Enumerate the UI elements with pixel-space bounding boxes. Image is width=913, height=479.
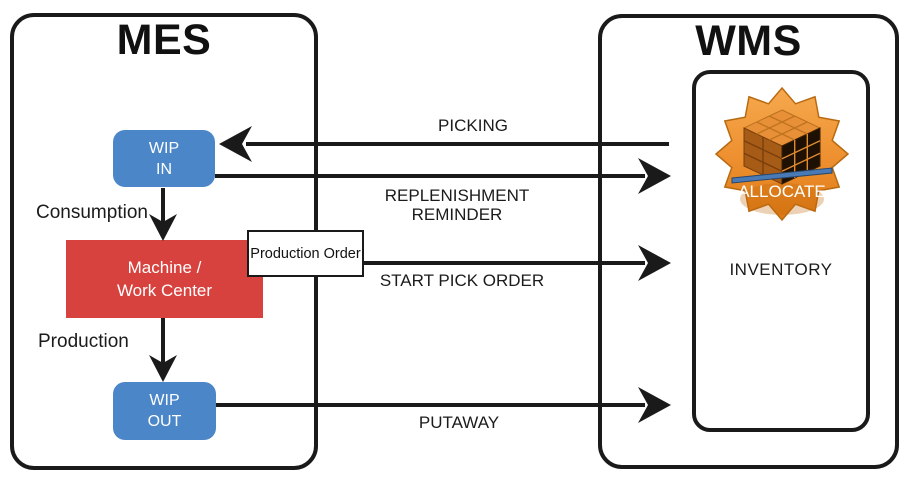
mes-title: MES: [116, 16, 212, 64]
picking-flow-label: PICKING: [438, 116, 508, 135]
pallet-icon: [731, 167, 833, 184]
inventory-label: INVENTORY: [729, 260, 833, 279]
wms-system-box: [598, 14, 899, 469]
replenishment-line2: REMINDER: [411, 205, 503, 224]
replenishment-line1: REPLENISHMENT: [384, 186, 530, 205]
wip-in-line2: IN: [156, 160, 172, 178]
replenishment-flow-label: REPLENISHMENT REMINDER: [385, 186, 530, 224]
start-pick-order-flow-label: START PICK ORDER: [379, 271, 545, 290]
wip-out-line1: WIP: [149, 392, 180, 409]
putaway-flow-label: PUTAWAY: [418, 413, 500, 432]
consumption-label: Consumption: [36, 202, 148, 223]
machine-line1: Machine /: [127, 258, 202, 277]
wip-in-node: WIP IN: [113, 130, 215, 187]
machine-line2: Work Center: [116, 281, 213, 300]
machine-work-center-node: Machine / Work Center: [66, 240, 263, 318]
production-label: Production: [38, 331, 129, 352]
wms-title: WMS: [695, 17, 802, 65]
allocate-badge-label: ALLOCATE: [738, 182, 826, 201]
wip-out-line2: OUT: [147, 413, 182, 430]
wip-in-line1: WIP: [148, 139, 180, 157]
badge-bottom-shade: [740, 183, 824, 215]
wip-out-node: WIP OUT: [113, 382, 216, 440]
production-order-label: Production Order: [250, 245, 361, 262]
production-order-node: Production Order: [247, 230, 364, 277]
allocate-badge: ALLOCATE: [714, 86, 850, 222]
